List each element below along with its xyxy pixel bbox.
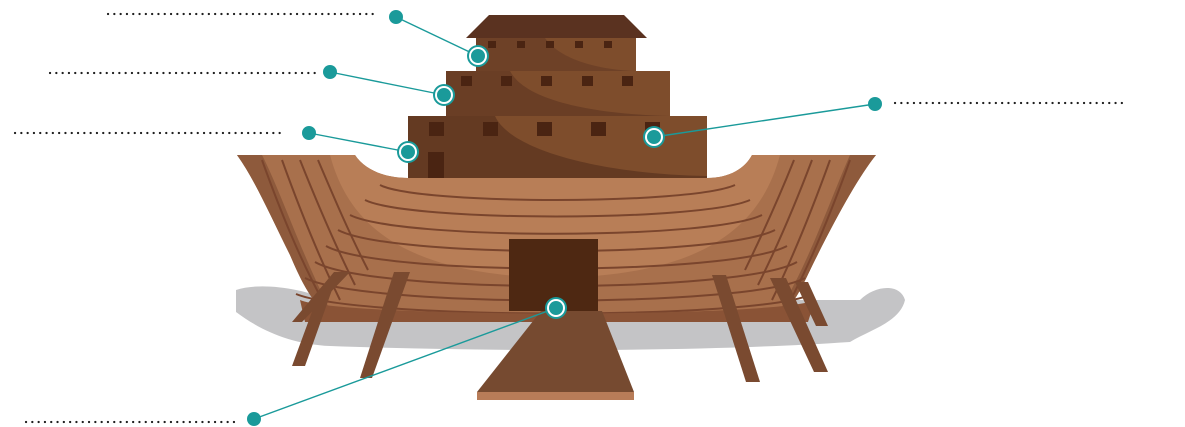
label-lines: [13, 12, 1128, 424]
callout-marker: [433, 84, 455, 106]
callout-marker: [545, 297, 567, 319]
middle-cabin-windows: [461, 76, 633, 86]
supports: [292, 272, 828, 382]
callout-marker: [397, 141, 419, 163]
lower-cabin-windows: [428, 122, 660, 178]
callout-marker: [467, 45, 489, 67]
callout-marker: [643, 126, 665, 148]
roof: [466, 15, 647, 38]
ark-illustration: [237, 15, 876, 400]
ramp-edge: [477, 392, 634, 400]
top-cabin-windows: [488, 41, 612, 48]
ramp: [477, 311, 634, 392]
leader-lines: [253, 16, 876, 420]
label-anchor-dots: [247, 10, 882, 426]
